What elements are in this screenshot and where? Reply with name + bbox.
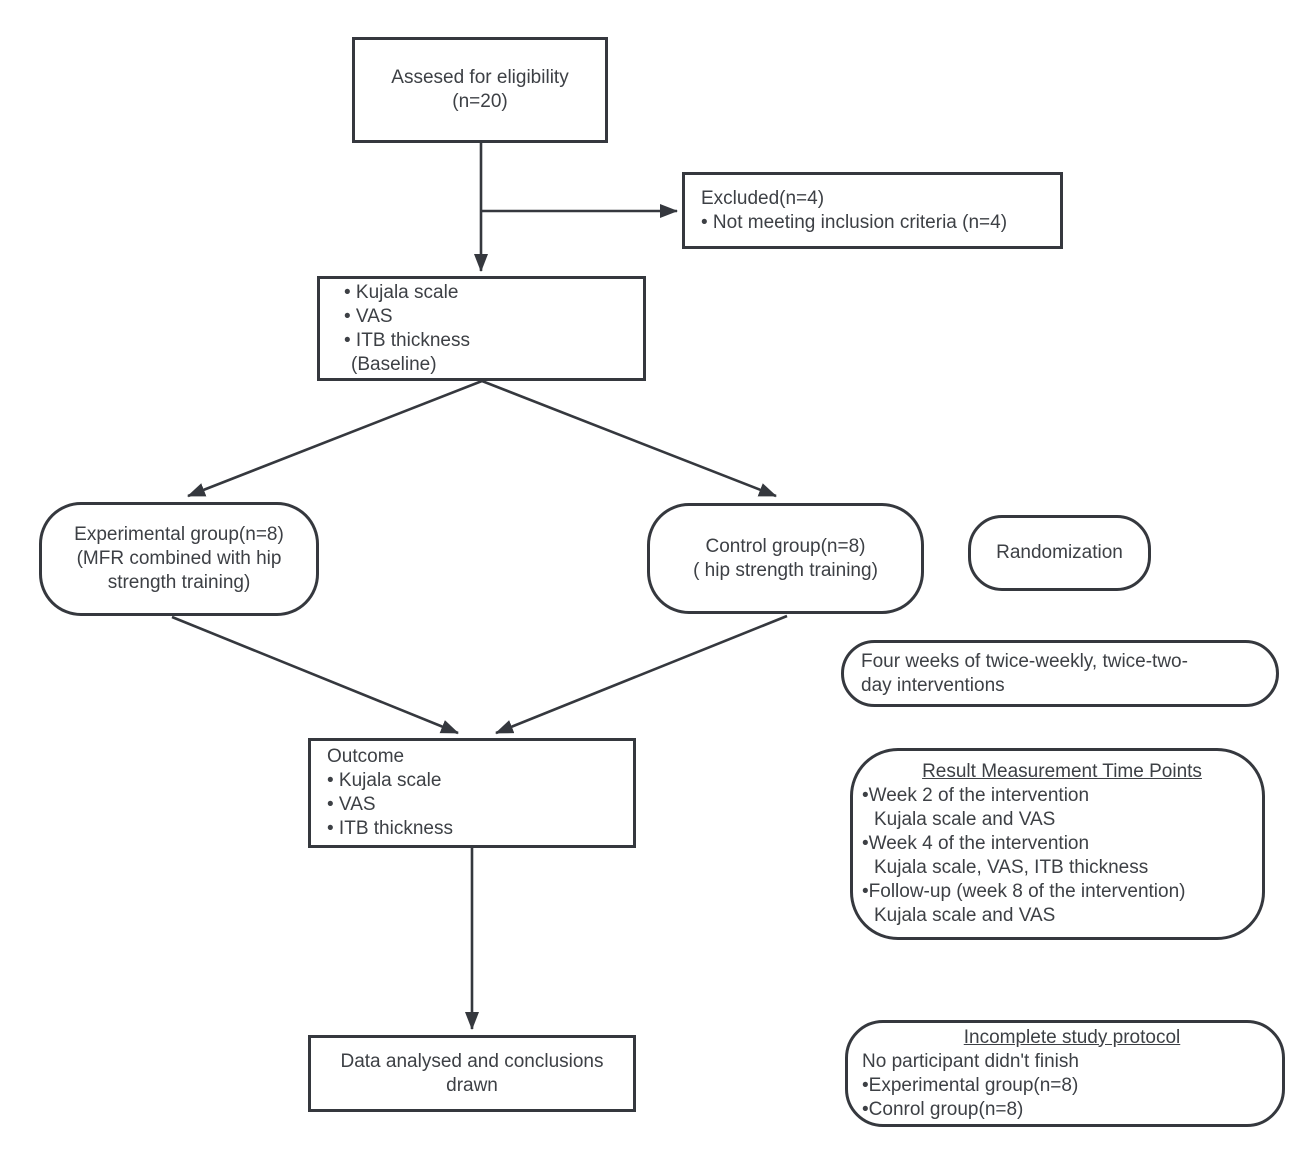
node-text-line: drawn [446, 1074, 498, 1096]
node-title: Result Measurement Time Points [922, 761, 1202, 782]
node-text-line: Data analysed and conclusions [340, 1050, 604, 1072]
node-text-line: • Kujala scale [344, 281, 459, 303]
node-incomplete-protocol: Incomplete study protocol No participant… [845, 1020, 1285, 1127]
node-text-line: • VAS [344, 305, 393, 327]
node-text-line: • ITB thickness [327, 818, 453, 839]
node-text-line: Randomization [996, 542, 1123, 563]
node-text-line: (n=20) [452, 91, 508, 112]
node-text-line: •Week 4 of the intervention [862, 833, 1090, 854]
arrow-control-to-outcome [495, 614, 788, 735]
node-text-line: •Week 2 of the intervention [862, 785, 1090, 806]
node-text-line: Excluded(n=4) [701, 187, 825, 209]
node-text-line: Assesed for eligibility [391, 67, 569, 88]
node-text-line: • Not meeting inclusion criteria (n=4) [701, 211, 1008, 233]
node-excluded: Excluded(n=4) • Not meeting inclusion cr… [682, 172, 1063, 249]
node-analysis: Data analysed and conclusions drawn [308, 1035, 636, 1112]
node-measurement-timepoints: Result Measurement Time Points •Week 2 o… [850, 748, 1265, 940]
node-text-line: Kujala scale, VAS, ITB thickness [874, 857, 1149, 878]
node-text-line: • ITB thickness [344, 329, 470, 351]
node-outcome: Outcome • Kujala scale • VAS • ITB thick… [308, 738, 636, 848]
node-randomization: Randomization [968, 515, 1151, 591]
node-intervention-duration: Four weeks of twice-weekly, twice-two- d… [841, 640, 1279, 707]
arrow-experimental-to-outcome [171, 615, 459, 735]
arrow-baseline-to-control [481, 379, 777, 498]
node-text-line: day interventions [861, 674, 1005, 696]
node-text-line: • Kujala scale [327, 770, 442, 791]
node-text-line: (MFR combined with hip [76, 548, 282, 569]
node-text-line: •Follow-up (week 8 of the intervention) [862, 881, 1186, 902]
node-text-line: • VAS [327, 794, 376, 815]
node-text-line: Kujala scale and VAS [874, 809, 1056, 830]
node-text-line: Outcome [327, 746, 405, 767]
node-experimental-group: Experimental group(n=8) (MFR combined wi… [39, 502, 319, 616]
node-text-line: ( hip strength training) [693, 559, 878, 581]
node-eligibility: Assesed for eligibility (n=20) [352, 37, 608, 143]
node-text-line: Kujala scale and VAS [874, 905, 1056, 926]
node-text-line: strength training) [107, 572, 251, 593]
node-title: Incomplete study protocol [963, 1026, 1181, 1048]
node-text-line: Control group(n=8) [705, 535, 866, 557]
node-baseline-measures: • Kujala scale • VAS • ITB thickness (Ba… [317, 276, 646, 381]
node-text-line: No participant didn't finish [862, 1050, 1079, 1072]
node-text-line: Experimental group(n=8) [74, 524, 284, 545]
arrow-baseline-to-experimental [187, 379, 483, 498]
node-control-group: Control group(n=8) ( hip strength traini… [647, 503, 924, 614]
node-text-line: (Baseline) [351, 353, 437, 375]
node-text-line: Four weeks of twice-weekly, twice-two- [861, 650, 1188, 672]
node-text-line: •Experimental group(n=8) [862, 1074, 1079, 1096]
node-text-line: •Conrol group(n=8) [862, 1098, 1024, 1120]
